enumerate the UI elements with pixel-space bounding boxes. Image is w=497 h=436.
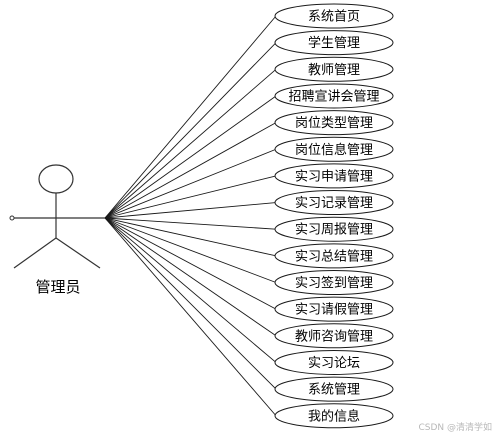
association-line: [104, 148, 277, 219]
use-case: 系统首页: [274, 3, 394, 29]
use-case: 实习记录管理: [274, 190, 394, 216]
use-case: 我的信息: [274, 403, 394, 429]
use-case-ellipse: [274, 376, 394, 402]
use-case: 实习总结管理: [274, 243, 394, 269]
actor-hand-marker: [9, 215, 15, 221]
association-line: [104, 95, 277, 219]
use-case-label: 教师管理: [308, 62, 360, 78]
use-case-label: 实习论坛: [308, 356, 360, 371]
use-case-label: 实习申请管理: [295, 169, 373, 184]
use-case-label: 实习周报管理: [295, 223, 373, 238]
association-line: [104, 217, 277, 337]
use-case-ellipse: [274, 30, 394, 56]
use-case: 实习论坛: [274, 349, 394, 375]
use-case-list: 系统首页学生管理教师管理招聘宣讲会管理岗位类型管理岗位信息管理实习申请管理实习记…: [274, 3, 394, 429]
actor-left-leg: [13, 237, 57, 269]
association-lines: [104, 15, 277, 417]
use-case-label: 岗位类型管理: [295, 116, 373, 131]
use-case: 岗位类型管理: [274, 110, 394, 136]
use-case: 实习申请管理: [274, 163, 394, 189]
use-case-label: 教师咨询管理: [295, 328, 373, 344]
use-case-label: 系统管理: [308, 383, 360, 398]
use-case-label: 系统首页: [308, 10, 360, 25]
use-case: 系统管理: [274, 376, 394, 402]
watermark-text: CSDN @清清学如: [418, 421, 492, 433]
use-case-ellipse: [274, 190, 394, 216]
use-case: 教师管理: [274, 56, 394, 82]
use-case-ellipse: [274, 349, 394, 375]
use-case-ellipse: [274, 83, 394, 109]
association-line: [104, 68, 277, 219]
association-line: [104, 175, 277, 219]
use-case-label: 学生管理: [308, 35, 360, 51]
use-case-ellipse: [274, 110, 394, 136]
actor-head: [38, 164, 74, 194]
use-case-label: 实习签到管理: [295, 275, 373, 291]
actor-figure: [9, 164, 105, 269]
actor-label: 管理员: [35, 278, 80, 296]
use-case-ellipse: [274, 136, 394, 162]
use-case-ellipse: [274, 216, 394, 242]
association-line: [104, 217, 277, 310]
use-case: 招聘宣讲会管理: [274, 83, 394, 109]
use-case-ellipse: [274, 163, 394, 189]
use-case-ellipse: [274, 243, 394, 269]
use-case-label: 实习请假管理: [295, 303, 373, 318]
association-line: [104, 217, 277, 257]
use-case-ellipse: [274, 403, 394, 429]
use-case-label: 我的信息: [308, 408, 360, 424]
association-line: [104, 202, 277, 219]
use-case-label: 实习记录管理: [295, 196, 373, 211]
use-case-label: 招聘宣讲会管理: [288, 88, 379, 104]
association-line: [104, 217, 277, 363]
use-case-ellipse: [274, 56, 394, 82]
association-line: [104, 42, 277, 219]
use-case-ellipse: [274, 3, 394, 29]
use-case: 实习请假管理: [274, 296, 394, 322]
use-case: 教师咨询管理: [274, 323, 394, 349]
association-line: [104, 217, 277, 390]
use-case: 岗位信息管理: [274, 136, 394, 162]
use-case: 学生管理: [274, 30, 394, 56]
use-case: 实习签到管理: [274, 270, 394, 295]
use-case-ellipse: [274, 296, 394, 322]
association-line: [104, 122, 277, 219]
association-line: [104, 15, 277, 219]
actor-right-leg: [55, 237, 101, 269]
use-case-label: 实习总结管理: [295, 249, 373, 264]
association-line: [104, 217, 277, 283]
use-case-ellipse: [274, 323, 394, 349]
association-line: [104, 217, 277, 230]
use-case: 实习周报管理: [274, 216, 394, 242]
use-case-ellipse: [274, 270, 394, 295]
use-case-label: 岗位信息管理: [295, 142, 373, 158]
association-line: [104, 217, 277, 417]
